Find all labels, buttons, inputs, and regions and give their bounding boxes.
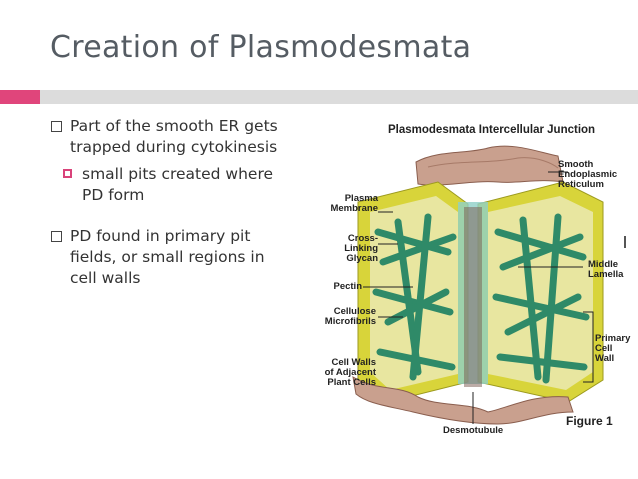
- square-bullet-icon: [51, 121, 62, 132]
- bullet-item: Part of the smooth ER gets trapped durin…: [48, 116, 318, 158]
- bullet-text-line: PD form: [82, 186, 145, 204]
- bullet-text-line: cell walls: [70, 269, 141, 287]
- label-plasma-membrane: Plasma Membrane: [330, 193, 378, 214]
- bullet-text-line: small pits created where: [82, 165, 274, 183]
- label-cellulose-microfibrils: Cellulose Microfibrils: [324, 306, 376, 327]
- filled-square-bullet-icon: [63, 169, 72, 178]
- figure-title: Plasmodesmata Intercellular Junction: [388, 124, 596, 136]
- label-cross-linking-glycan: Cross-Linking Glycan: [344, 233, 378, 264]
- bullet-text-line: PD found in primary pit: [70, 227, 251, 245]
- label-leader-lines: [363, 171, 583, 424]
- cellulose-fibers-right: [492, 213, 590, 384]
- bullet-text-line: Part of the smooth ER gets: [70, 117, 278, 135]
- desmotubule: [464, 207, 482, 387]
- divider-bar: [40, 90, 638, 104]
- label-cell-walls: Cell Walls of Adjacent Plant Cells: [324, 357, 376, 388]
- smooth-er-bottom: [352, 376, 574, 425]
- label-pectin: Pectin: [333, 281, 362, 292]
- label-desmotubule: Desmotubule: [443, 425, 504, 436]
- plasmodesmata-figure: Plasmodesmata Intercellular Junction: [318, 112, 631, 442]
- bullet-text-line: fields, or small regions in: [70, 248, 265, 266]
- edge-mark: [624, 236, 626, 248]
- plasmodesmata-illustration: [352, 145, 604, 425]
- bullet-list: Part of the smooth ER gets trapped durin…: [48, 116, 318, 295]
- bullet-text-line: trapped during cytokinesis: [70, 138, 278, 156]
- sub-bullet-item: small pits created where PD form: [48, 164, 318, 206]
- label-primary-cell-wall: Primary Cell Wall: [595, 333, 631, 364]
- square-bullet-icon: [51, 231, 62, 242]
- figure-number: Figure 1: [566, 414, 613, 428]
- accent-bar: [0, 90, 40, 104]
- bullet-item: PD found in primary pit fields, or small…: [48, 226, 318, 289]
- label-middle-lamella: Middle Lamella: [588, 259, 624, 280]
- label-smooth-er: Smooth Endoplasmic Reticulum: [558, 159, 618, 190]
- slide-title: Creation of Plasmodesmata: [50, 30, 472, 65]
